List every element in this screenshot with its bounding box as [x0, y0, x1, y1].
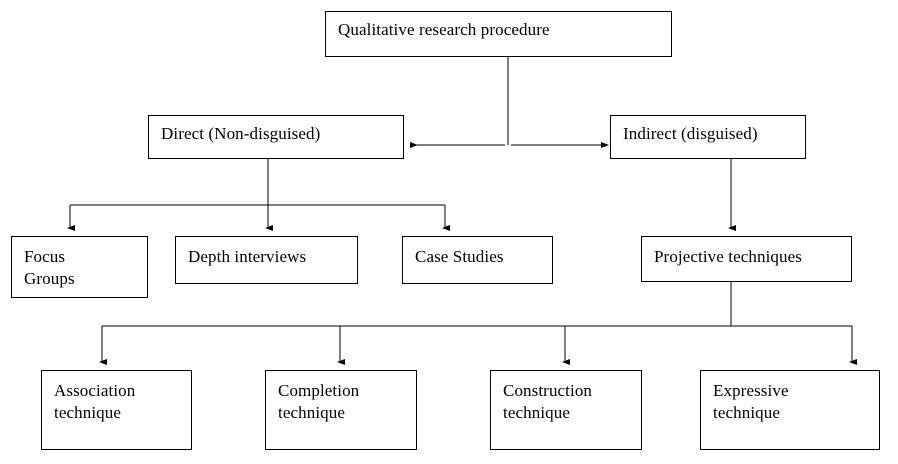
node-label-association-technique: Association technique: [54, 381, 136, 422]
node-label-projective-techniques: Projective techniques: [654, 247, 802, 266]
node-label-construction-technique: Construction technique: [503, 381, 593, 422]
node-label-indirect: Indirect (disguised): [623, 124, 758, 143]
node-focus-groups[interactable]: Focus Groups: [11, 236, 148, 298]
node-case-studies[interactable]: Case Studies: [402, 236, 553, 284]
node-expressive-technique[interactable]: Expressive technique: [700, 370, 880, 450]
node-label-root: Qualitative research procedure: [338, 20, 550, 39]
node-qualitative-research-procedure[interactable]: Qualitative research procedure: [325, 11, 672, 57]
node-depth-interviews[interactable]: Depth interviews: [175, 236, 358, 284]
node-projective-techniques[interactable]: Projective techniques: [641, 236, 852, 282]
node-label-focus-groups: Focus Groups: [24, 247, 75, 288]
node-association-technique[interactable]: Association technique: [41, 370, 192, 450]
node-label-case-studies: Case Studies: [415, 247, 504, 266]
node-indirect-disguised[interactable]: Indirect (disguised): [610, 115, 806, 159]
node-label-direct: Direct (Non-disguised): [161, 124, 321, 143]
node-completion-technique[interactable]: Completion technique: [265, 370, 417, 450]
node-construction-technique[interactable]: Construction technique: [490, 370, 642, 450]
node-label-depth-interviews: Depth interviews: [188, 247, 307, 266]
node-label-expressive-technique: Expressive technique: [713, 381, 789, 422]
node-direct-non-disguised[interactable]: Direct (Non-disguised): [148, 115, 404, 159]
node-label-completion-technique: Completion technique: [278, 381, 360, 422]
